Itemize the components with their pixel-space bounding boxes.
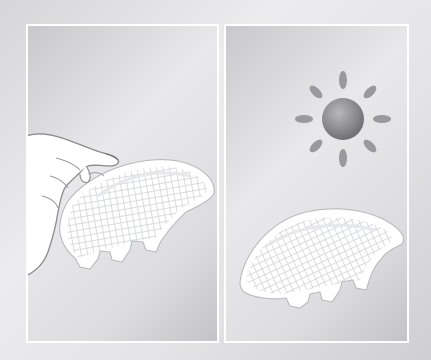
cleaning-pad-icon [240,209,404,308]
panel-dry-in-sun [224,24,409,343]
panel-peel-pad-illustration [28,26,219,343]
panel-dry-in-sun-illustration [226,26,409,343]
panel-peel-pad [26,24,219,343]
sun-icon [295,71,391,167]
